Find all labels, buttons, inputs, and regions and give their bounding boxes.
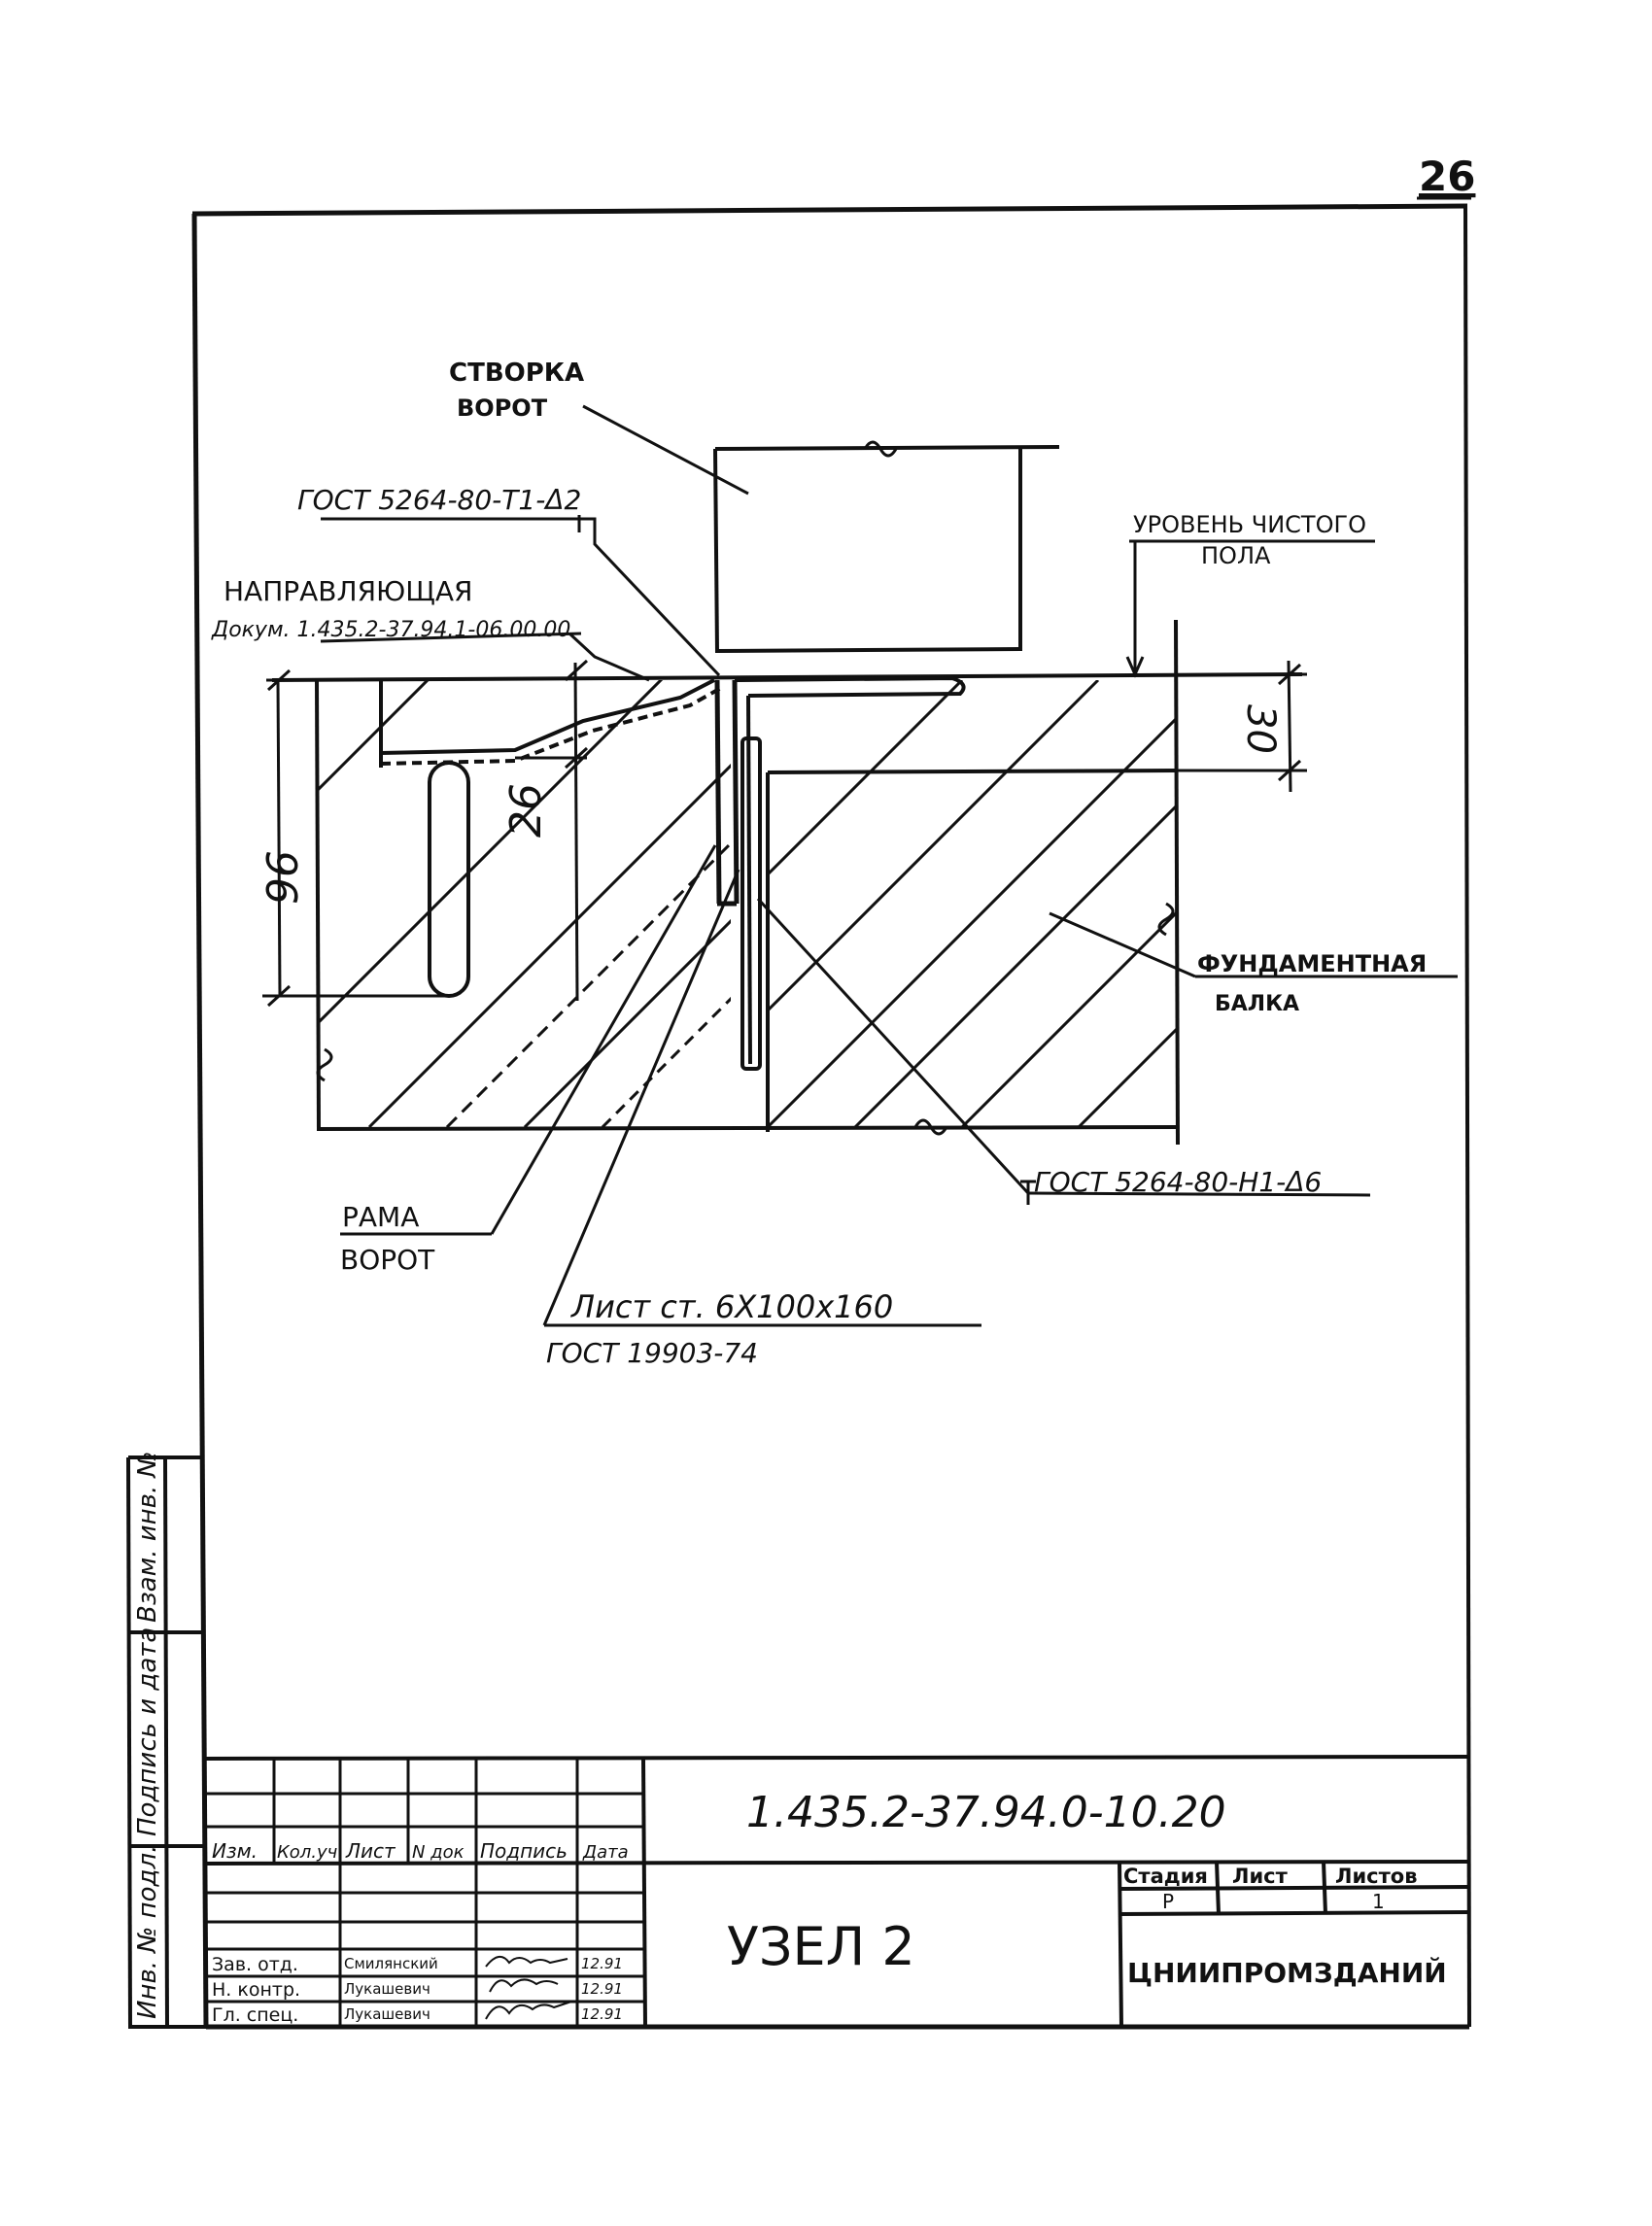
row-role-glspec: Гл. спец.: [212, 2004, 298, 2026]
steel-plate: [740, 736, 762, 1071]
row-role-zav: Зав. отд.: [212, 1954, 298, 1975]
dimension-30-lines: [1178, 660, 1307, 793]
label-foundation-beam-line2: БАЛКА: [1215, 992, 1299, 1016]
steel-angle-guide: [379, 675, 966, 1065]
row-name-glspec: Лукашевич: [344, 2005, 430, 2023]
dimension-30: 30: [1238, 704, 1283, 754]
col-header-ndok: N док: [412, 1842, 465, 1863]
concrete-hatch-left: [317, 680, 731, 1129]
side-stamp-inv-orig: Инв. № подл.: [133, 1845, 162, 2019]
label-guide-line1: НАПРАВЛЯЮЩАЯ: [224, 575, 472, 607]
dimension-26-lines: [515, 659, 589, 1002]
label-gate-leaf-line1: СТВОРКА: [449, 359, 584, 388]
col-header-podpis: Подпись: [480, 1839, 568, 1863]
label-gate-frame-line1: РАМА: [342, 1201, 419, 1233]
label-plate-line1: Лист ст. 6Х100х160: [570, 1288, 893, 1325]
leader-lines: [320, 404, 1458, 1327]
signature-zav: [485, 1956, 568, 1968]
dimension-96-lines: [262, 668, 447, 1008]
label-gate-frame-line2: ВОРОТ: [340, 1244, 435, 1276]
concrete-hatch-right: [768, 680, 1178, 1129]
label-guide-line2: Докум. 1.435.2-37.94.1-06.00.00: [211, 618, 570, 642]
label-floor-level-line2: ПОЛА: [1201, 542, 1271, 569]
row-date-glspec: 12.91: [581, 2005, 623, 2023]
floor-and-slab: [271, 619, 1303, 1146]
row-name-nkontr: Лукашевич: [344, 1980, 430, 1998]
organization-name: ЦНИИПРОМЗДАНИЙ: [1127, 1956, 1447, 1989]
row-role-nkontr: Н. контр.: [212, 1979, 300, 2001]
drawing-frame: [191, 203, 1471, 2030]
drawing-title: УЗЕЛ 2: [727, 1916, 915, 1977]
side-stamp-inv-replace: Взам. инв. №: [133, 1451, 162, 1623]
label-plate-line2: ГОСТ 19903-74: [546, 1337, 758, 1369]
signature-nkontr: [489, 1978, 559, 1993]
label-foundation-beam-line1: ФУНДАМЕНТНАЯ: [1197, 950, 1427, 977]
side-stamp: [126, 1455, 206, 2029]
label-weld-top: ГОСТ 5264-80-Т1-Δ2: [297, 484, 581, 516]
row-name-zav: Смилянский: [344, 1955, 438, 1972]
col-header-list: Лист: [345, 1839, 396, 1863]
stage-header-stadia: Стадия: [1123, 1865, 1208, 1888]
col-header-izm: Изм.: [212, 1839, 258, 1863]
label-weld-bottom: ГОСТ 5264-80-Н1-Δ6: [1034, 1166, 1322, 1198]
label-floor-level-line1: УРОВЕНЬ ЧИСТОГО: [1133, 511, 1366, 538]
signature-glspec: [485, 2001, 572, 2020]
label-gate-leaf-line2: ВОРОТ: [457, 394, 548, 422]
stage-value-listov: 1: [1372, 1890, 1385, 1913]
row-date-nkontr: 12.91: [581, 1980, 623, 1998]
side-stamp-signature: Подпись и дата: [133, 1627, 162, 1836]
gate-frame-post: [714, 679, 740, 907]
col-header-data: Дата: [582, 1842, 629, 1863]
drawing-designation: 1.435.2-37.94.0-10.20: [746, 1788, 1226, 1837]
stage-value-stadia: Р: [1162, 1890, 1174, 1913]
dimension-26: 26: [501, 783, 551, 838]
stage-header-listov: Листов: [1335, 1865, 1418, 1888]
stage-header-list: Лист: [1232, 1865, 1289, 1888]
page-number: 26: [1419, 153, 1475, 200]
anchor-rod: [428, 761, 470, 998]
col-header-kol: Кол.уч: [277, 1842, 337, 1863]
gate-leaf-outline: [713, 440, 1060, 654]
dimension-96: 96: [256, 850, 305, 905]
row-date-zav: 12.91: [581, 1955, 623, 1972]
